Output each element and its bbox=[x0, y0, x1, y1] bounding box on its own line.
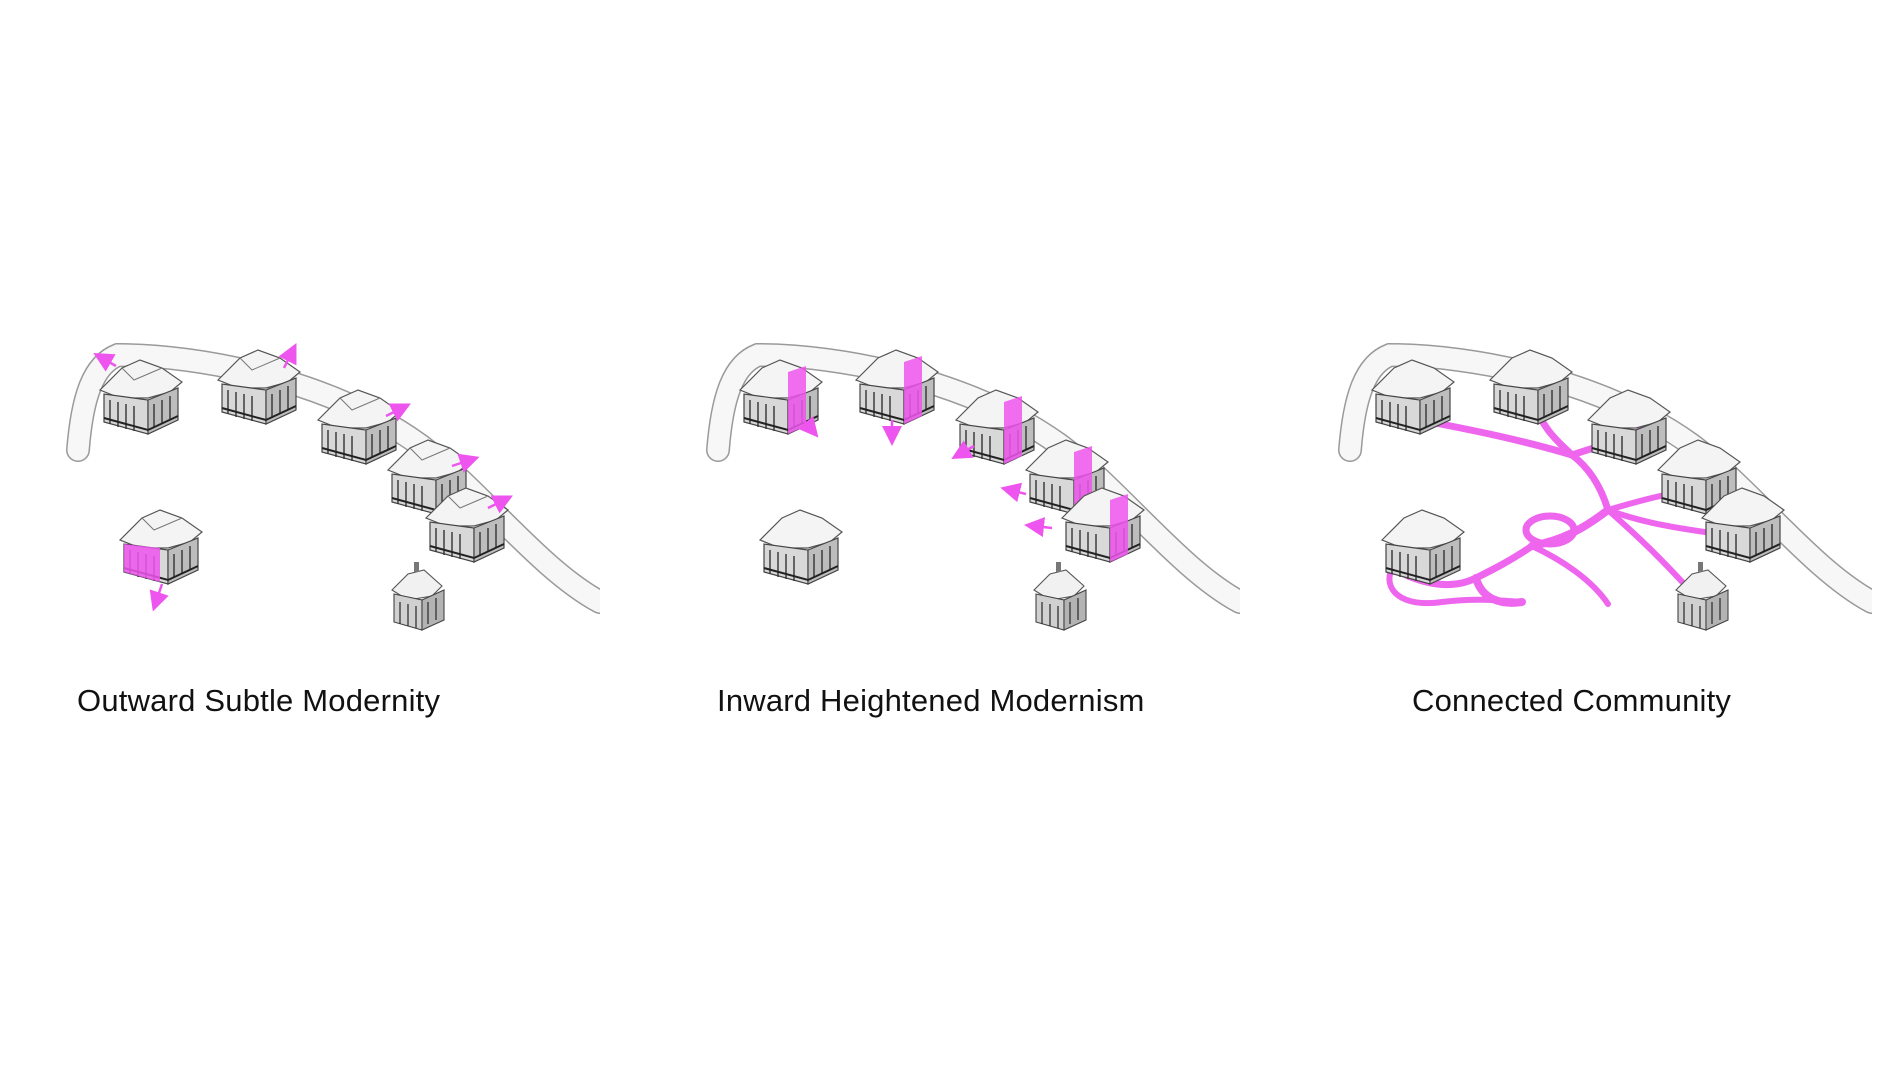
house-7 bbox=[1033, 561, 1087, 631]
road bbox=[707, 344, 1240, 613]
house-7 bbox=[391, 561, 445, 631]
house-6 bbox=[759, 509, 843, 585]
caption-outward-subtle-modernity: Outward Subtle Modernity bbox=[77, 683, 441, 718]
caption-connected-community: Connected Community bbox=[1412, 683, 1732, 718]
panel-3-drawing bbox=[1338, 342, 1872, 631]
panel-1-drawing bbox=[66, 342, 600, 631]
outward-arrows bbox=[93, 343, 513, 612]
house-7 bbox=[1675, 561, 1729, 631]
panel-outward-subtle-modernity: Outward Subtle Modernity bbox=[0, 0, 600, 1069]
panel-inward-heightened-modernism: Inward Heightened Modernism bbox=[640, 0, 1240, 1069]
inward-arrows bbox=[797, 415, 1053, 538]
house-6 bbox=[1381, 509, 1465, 585]
panel-2-drawing bbox=[706, 342, 1240, 631]
caption-inward-heightened-modernism: Inward Heightened Modernism bbox=[717, 683, 1145, 718]
house-6-highlighted bbox=[119, 509, 203, 585]
panel-connected-community: Connected Community bbox=[1272, 0, 1872, 1069]
road bbox=[1339, 344, 1872, 613]
